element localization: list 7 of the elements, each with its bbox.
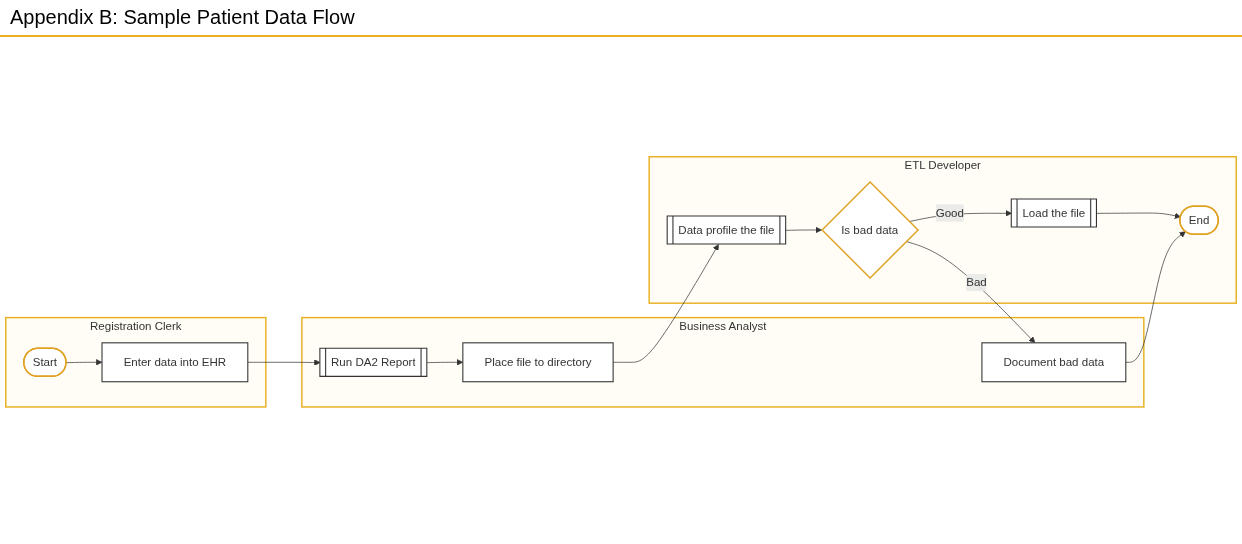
node-diamond: Is bad data xyxy=(821,181,920,280)
diagram-title: Appendix B: Sample Patient Data Flow xyxy=(0,0,1242,37)
node-box: Document bad data xyxy=(981,342,1127,383)
node-box: Enter data into EHR xyxy=(101,342,249,383)
edge-label: Bad xyxy=(966,276,987,289)
edge-label: Good xyxy=(935,206,964,219)
node-box: Place file to directory xyxy=(462,342,614,383)
